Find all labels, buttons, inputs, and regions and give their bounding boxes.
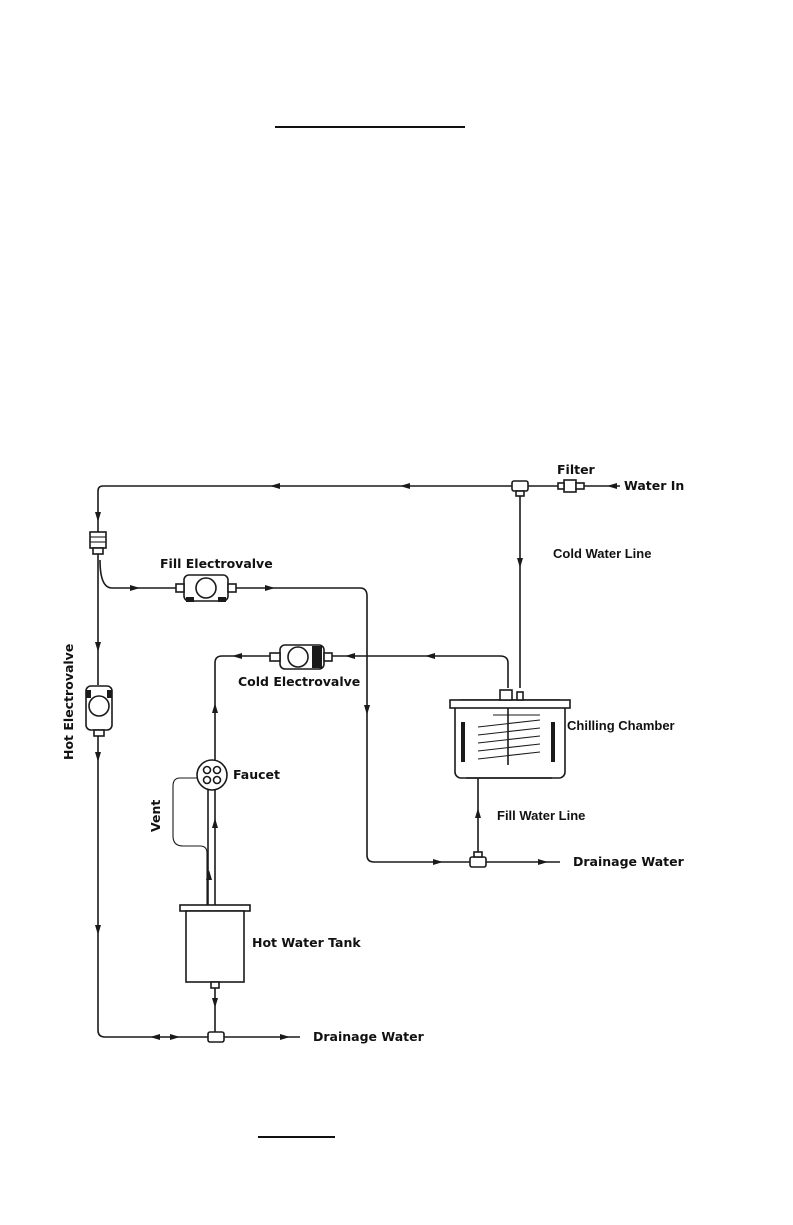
arrow	[345, 653, 355, 659]
faucet-icon	[197, 760, 227, 790]
arrow	[607, 483, 617, 489]
filter-label: Filter	[557, 462, 596, 477]
bottom-drain-tee-icon	[208, 1032, 224, 1042]
fill-electrovalve-label: Fill Electrovalve	[160, 556, 273, 571]
water-in-label: Water In	[624, 478, 684, 493]
arrow	[212, 818, 218, 828]
right-drain-tee-icon	[470, 852, 486, 867]
arrow	[170, 1034, 180, 1040]
cold-electrovalve-icon	[270, 645, 332, 669]
chilling-chamber-icon	[450, 690, 570, 778]
arrow	[95, 925, 101, 935]
top-tee-icon	[512, 481, 528, 496]
cold-electrovalve-label: Cold Electrovalve	[238, 674, 360, 689]
arrow	[400, 483, 410, 489]
faucet-label: Faucet	[233, 767, 280, 782]
arrow	[364, 705, 370, 715]
arrow	[95, 752, 101, 762]
hot-electrovalve-icon	[86, 686, 112, 736]
arrow	[95, 512, 101, 522]
arrow	[212, 703, 218, 713]
arrow	[475, 808, 481, 818]
pipe-top-supply	[98, 486, 620, 532]
chilling-chamber-label: Chilling Chamber	[567, 718, 675, 733]
fill-electrovalve-icon	[176, 575, 236, 602]
arrow	[433, 859, 443, 865]
pipe-faucet-to-tank	[208, 788, 215, 905]
arrow	[270, 483, 280, 489]
cold-water-line-label: Cold Water Line	[553, 546, 651, 561]
arrow	[517, 558, 523, 568]
pipe-vent	[173, 778, 207, 905]
hot-water-tank-icon	[180, 905, 250, 988]
pipe-tank-drain	[215, 982, 300, 1037]
arrow	[212, 998, 218, 1008]
arrow	[232, 653, 242, 659]
filter-icon	[558, 480, 584, 492]
vent-label: Vent	[148, 800, 163, 832]
arrow	[265, 585, 275, 591]
arrow	[150, 1034, 160, 1040]
drainage-water-right-label: Drainage Water	[573, 854, 685, 869]
hot-electrovalve-label: Hot Electrovalve	[61, 644, 76, 760]
left-tee-icon	[90, 532, 106, 554]
arrow	[538, 859, 548, 865]
drainage-water-bottom-label: Drainage Water	[313, 1029, 425, 1044]
hot-water-tank-label: Hot Water Tank	[252, 935, 361, 950]
fill-water-line-label: Fill Water Line	[497, 808, 585, 823]
arrow	[425, 653, 435, 659]
arrow	[130, 585, 140, 591]
arrow	[95, 642, 101, 652]
arrow	[280, 1034, 290, 1040]
